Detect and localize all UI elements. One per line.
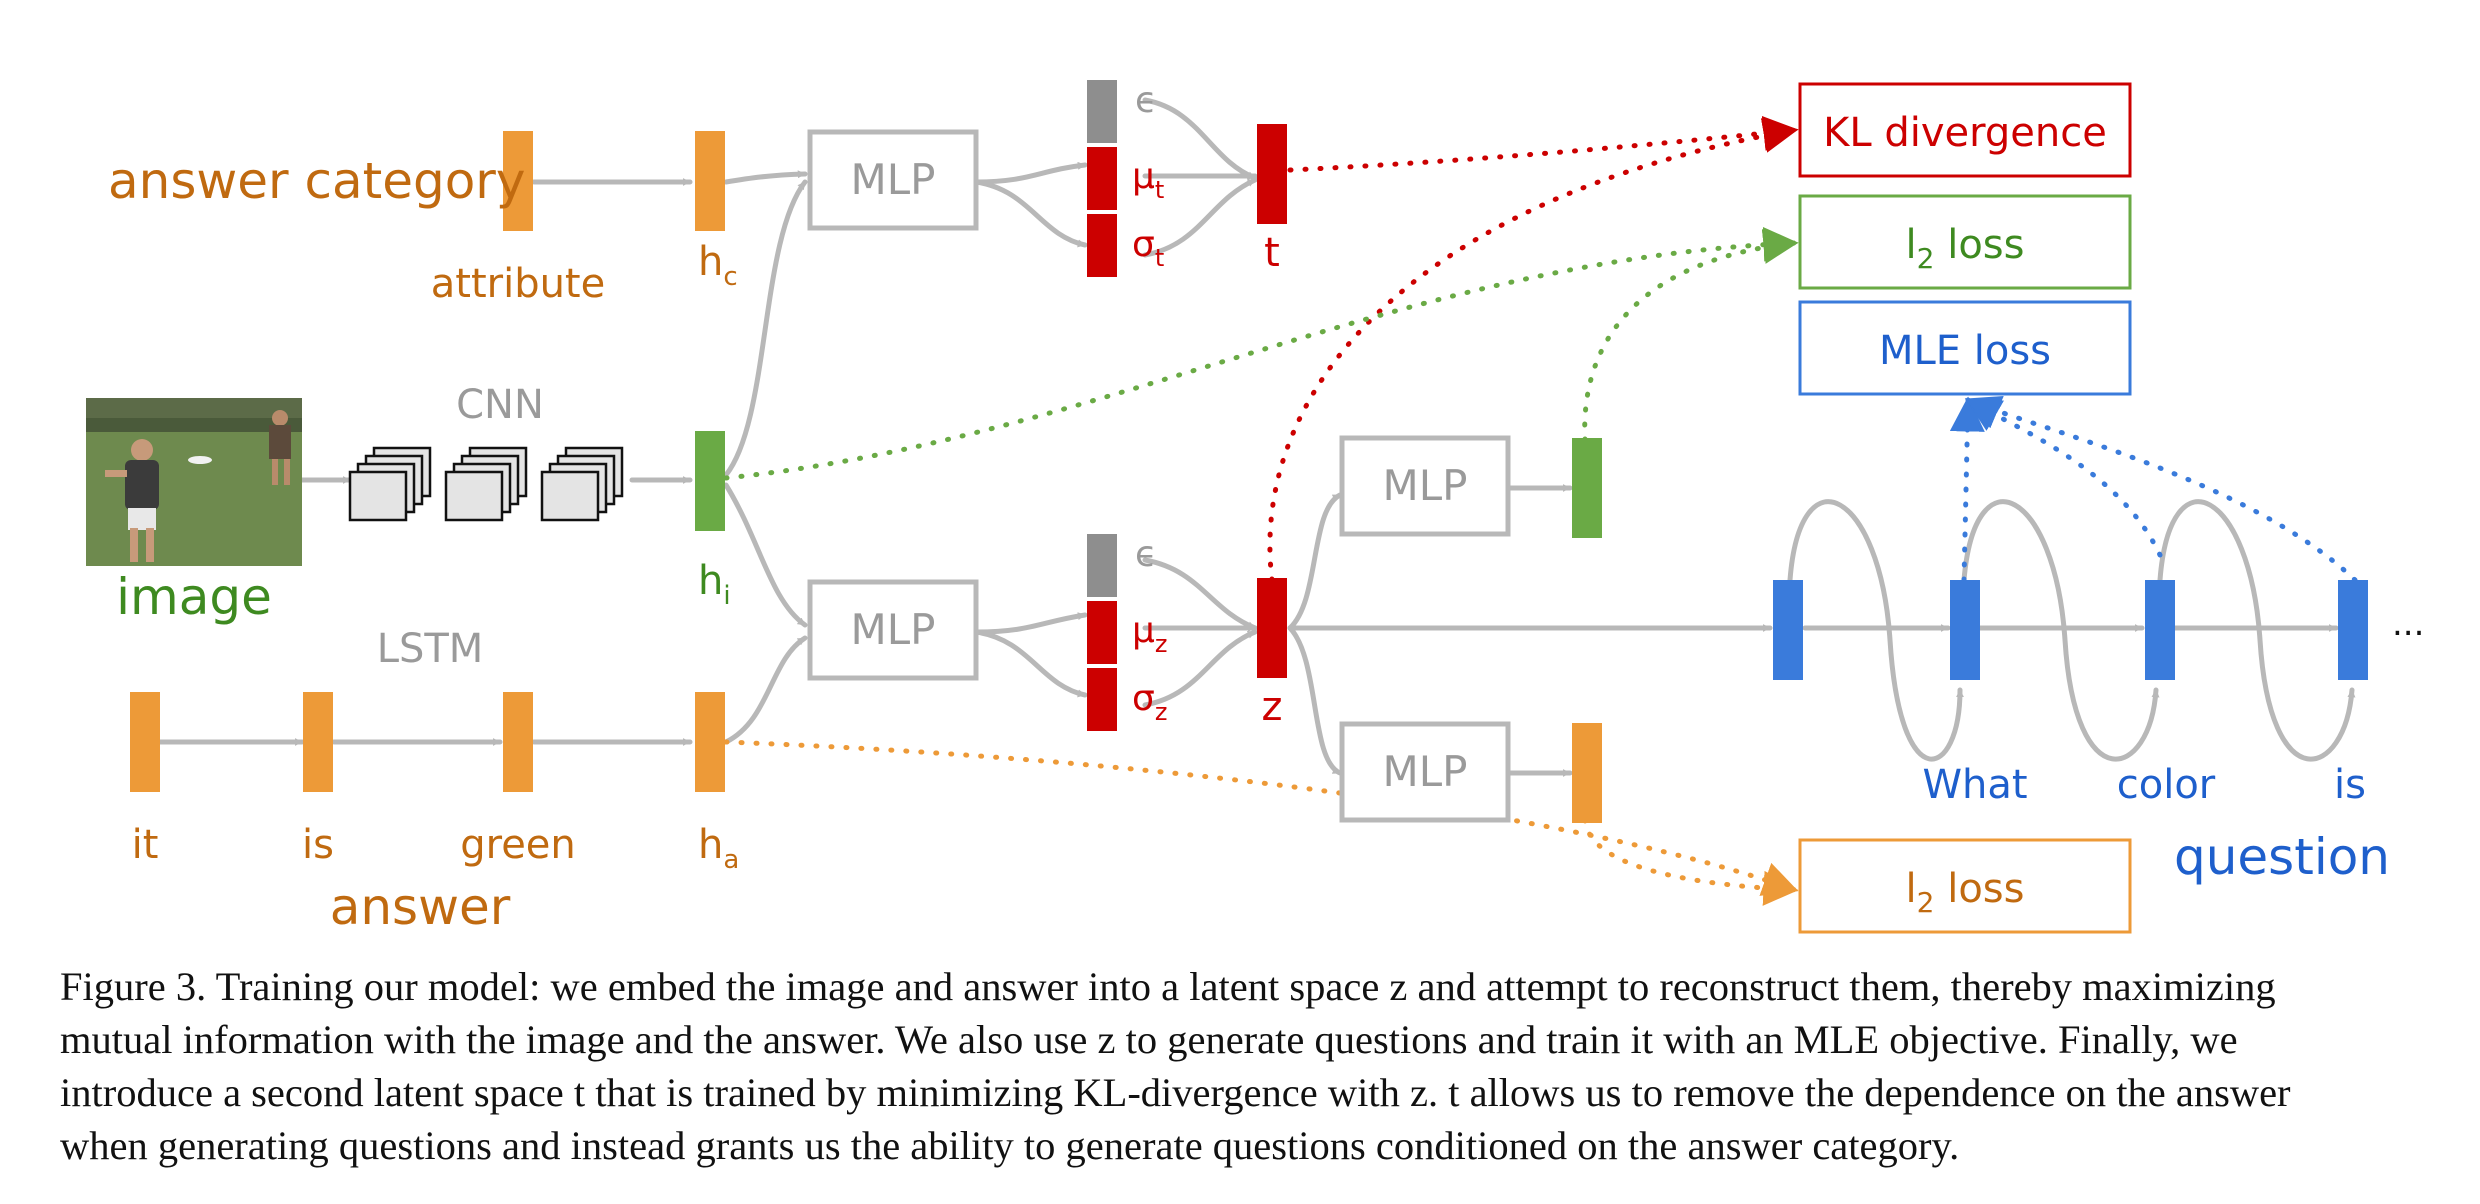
cnn-feature-maps: [348, 446, 624, 522]
cnn-stack-1: [348, 446, 432, 522]
is-bar: [303, 692, 333, 792]
input-image-photo: [86, 398, 302, 566]
mu-t-label: μt: [1132, 156, 1164, 204]
model-diagram: MLP MLP MLP MLP KL divergence l2 loss ML…: [86, 80, 2424, 936]
attribute-label: attribute: [431, 261, 605, 307]
answer-reconstruction-bar: [1572, 723, 1602, 823]
mlp-label: MLP: [851, 605, 936, 654]
h-i-bar: [695, 431, 725, 531]
ellipsis-label: ...: [2392, 604, 2424, 644]
h-i-label: hi: [698, 558, 731, 611]
question-word-what: What: [1922, 762, 2027, 808]
question-cell-bar: [1773, 580, 1803, 680]
l2-loss-answer-label: l2 loss: [1906, 866, 2025, 919]
kl-divergence-label: KL divergence: [1823, 110, 2107, 156]
l2-loss-image-label: l2 loss: [1906, 222, 2025, 275]
h-c-bar: [695, 131, 725, 231]
epsilon-t-label: ϵ: [1135, 80, 1157, 121]
sigma-t-bar: [1087, 214, 1117, 277]
z-label: z: [1262, 684, 1283, 730]
gray-connectors: [157, 97, 2356, 777]
l2-loss-answer-box: l2 loss: [1798, 838, 2132, 934]
question-cell-bar: [1950, 580, 1980, 680]
caption-line: mutual information with the image and th…: [60, 1017, 2238, 1062]
cnn-stack-2: [444, 446, 528, 522]
mu-t-bar: [1087, 147, 1117, 210]
answer-label: answer: [330, 878, 511, 936]
it-bar: [130, 692, 160, 792]
answer-word-it: it: [132, 822, 159, 868]
mlp-label: MLP: [1383, 461, 1468, 510]
sigma-z-bar: [1087, 668, 1117, 731]
l2-loss-image-box: l2 loss: [1798, 194, 2132, 290]
cnn-label: CNN: [456, 382, 544, 428]
figure-caption: Figure 3. Training our model: we embed t…: [60, 960, 2450, 1172]
green-bar: [503, 692, 533, 792]
question-cell-bar: [2338, 580, 2368, 680]
image-label: image: [116, 568, 272, 626]
mlp-block-bottom: MLP: [807, 579, 979, 681]
epsilon-z-label: ϵ: [1135, 534, 1157, 575]
question-cell-bar: [2145, 580, 2175, 680]
question-word-is: is: [2334, 762, 2366, 808]
loss-connectors: [723, 115, 2358, 906]
kl-divergence-box: KL divergence: [1798, 82, 2132, 178]
caption-line: when generating questions and instead gr…: [60, 1123, 1960, 1168]
sigma-z-label: σz: [1132, 678, 1167, 726]
h-a-label: ha: [698, 822, 739, 875]
caption-line: introduce a second latent space t that i…: [60, 1070, 2291, 1115]
t-label: t: [1264, 230, 1280, 276]
question-label: question: [2174, 828, 2390, 886]
h-c-label: hc: [698, 239, 738, 292]
answer-category-bar: [503, 131, 533, 231]
mu-z-bar: [1087, 601, 1117, 664]
z-bar: [1257, 578, 1287, 678]
mlp-block-top: MLP: [807, 129, 979, 231]
mlp-block-image-decoder: MLP: [1339, 435, 1511, 537]
answer-category-label: answer category: [108, 152, 525, 210]
h-a-bar: [695, 692, 725, 792]
t-bar: [1257, 124, 1287, 224]
mle-loss-box: MLE loss: [1798, 300, 2132, 396]
mle-loss-label: MLE loss: [1879, 328, 2051, 374]
answer-word-is: is: [302, 822, 334, 868]
question-word-color: color: [2117, 762, 2216, 808]
answer-word-green: green: [460, 822, 576, 868]
lstm-label: LSTM: [377, 626, 484, 672]
image-reconstruction-bar: [1572, 438, 1602, 538]
mlp-label: MLP: [851, 155, 936, 204]
caption-line: Figure 3. Training our model: we embed t…: [60, 964, 2276, 1009]
mlp-block-answer-decoder: MLP: [1339, 721, 1511, 823]
cnn-stack-3: [540, 446, 624, 522]
epsilon-t-bar: [1087, 80, 1117, 143]
mlp-label: MLP: [1383, 747, 1468, 796]
epsilon-z-bar: [1087, 534, 1117, 597]
sigma-t-label: σt: [1132, 224, 1164, 272]
mu-z-label: μz: [1132, 610, 1168, 658]
